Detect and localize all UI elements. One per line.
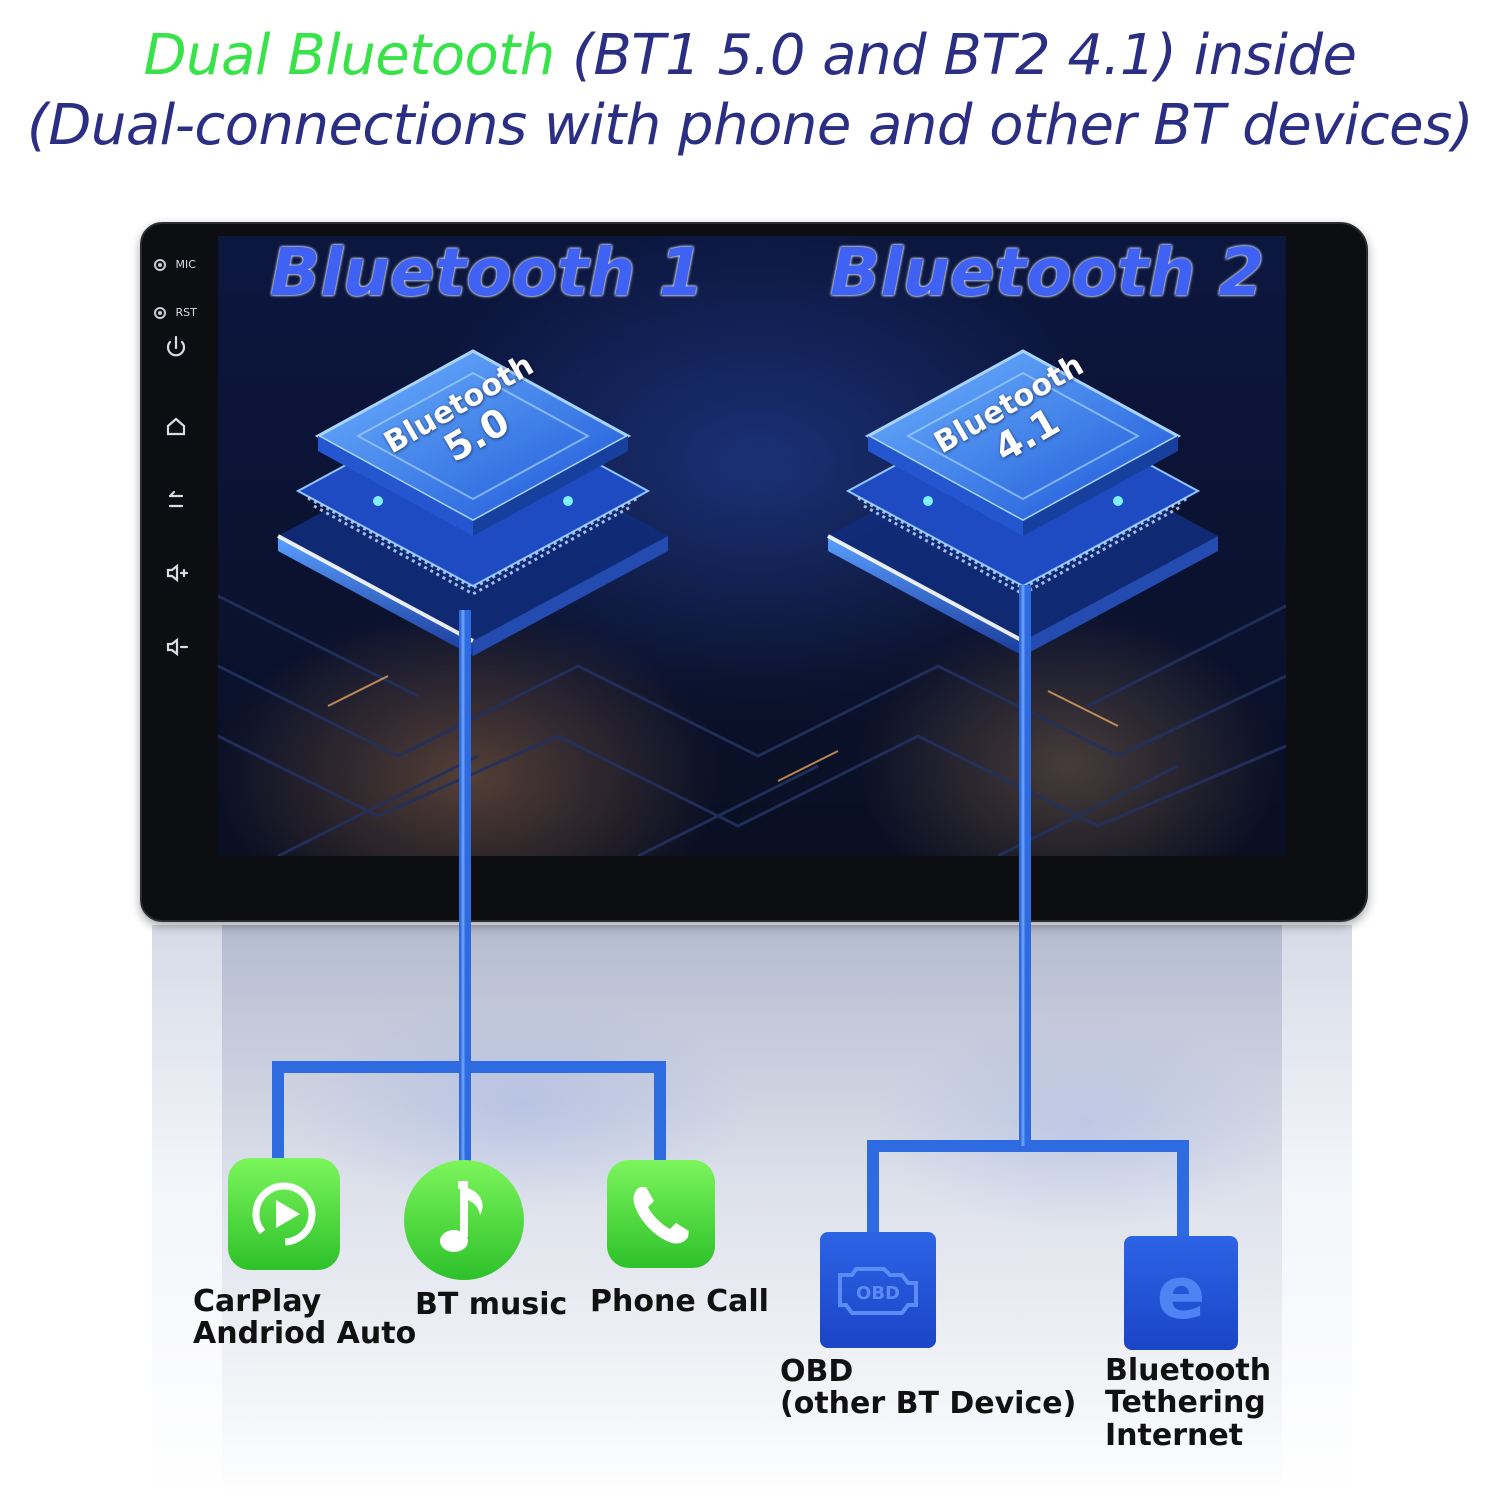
headline-line-1: Dual Bluetooth (BT1 5.0 and BT2 4.1) ins… [0,28,1500,84]
side-controls [166,335,189,657]
home-icon[interactable] [166,417,186,436]
carplay-caption-line-2: Andriod Auto [193,1316,417,1352]
bluetooth-1-label: Bluetooth 1 [270,236,705,311]
bt2-branch-line [867,1140,1189,1240]
rst-label: RST [175,306,197,319]
carplay-caption-line-1: CarPlay [193,1284,322,1319]
bluetooth-4-chip [827,349,1218,656]
bluetooth-2-label: Bluetooth 2 [830,236,1265,311]
tethering-caption-line-3: Internet [1105,1417,1244,1453]
reset-button[interactable]: RST [154,306,197,319]
carplay-app-icon [228,1158,340,1270]
carplay-caption: CarPlay Andriod Auto [193,1284,417,1352]
circuit-artwork [218,349,1286,856]
bluetooth-5-chip [277,349,668,656]
device-reflection [152,925,1352,1500]
obd-engine-icon: OBD [838,1267,918,1315]
phone-icon [633,1187,689,1244]
reflection-screen [222,925,1282,1500]
obd-caption-line-1: OBD [780,1354,854,1389]
phone-call-app-icon [607,1160,715,1268]
mic-label: MIC [175,258,196,271]
device-screen: Bluetooth 1 Bluetooth 2 Bluetooth 5.0 Bl… [218,236,1286,856]
volume-up-icon[interactable] [166,563,189,583]
back-icon[interactable] [168,490,184,508]
internet-e-icon: e [1157,1251,1206,1335]
tethering-caption-line-1: Bluetooth [1105,1353,1272,1388]
mic-button[interactable]: MIC [154,258,196,271]
tethering-caption: Bluetooth Tethering Internet [1105,1353,1272,1453]
phone-call-caption: Phone Call [590,1284,769,1319]
bt1-branch-line [272,1061,666,1165]
carplay-icon [252,1182,316,1246]
internet-icon-text: e [1157,1251,1206,1335]
headline-line-2: (Dual-connections with phone and other B… [26,93,1474,158]
reset-icon [154,307,166,319]
volume-down-icon[interactable] [166,637,189,657]
music-note-icon [440,1181,483,1252]
obd-caption: OBD (other BT Device) [780,1354,1077,1422]
obd-caption-line-2: (other BT Device) [780,1386,1077,1422]
internet-app-icon: e [1124,1236,1238,1350]
headline-line-1-rest: (BT1 5.0 and BT2 4.1) inside [554,23,1357,88]
power-icon[interactable] [166,335,186,357]
obd-app-icon: OBD [820,1232,936,1348]
tethering-caption-line-2: Tethering [1105,1385,1266,1421]
mic-icon [154,259,166,271]
bt-music-app-icon [404,1160,524,1280]
headline-accent: Dual Bluetooth [143,23,556,88]
bt-music-caption: BT music [415,1287,568,1322]
obd-icon-text: OBD [856,1283,900,1304]
